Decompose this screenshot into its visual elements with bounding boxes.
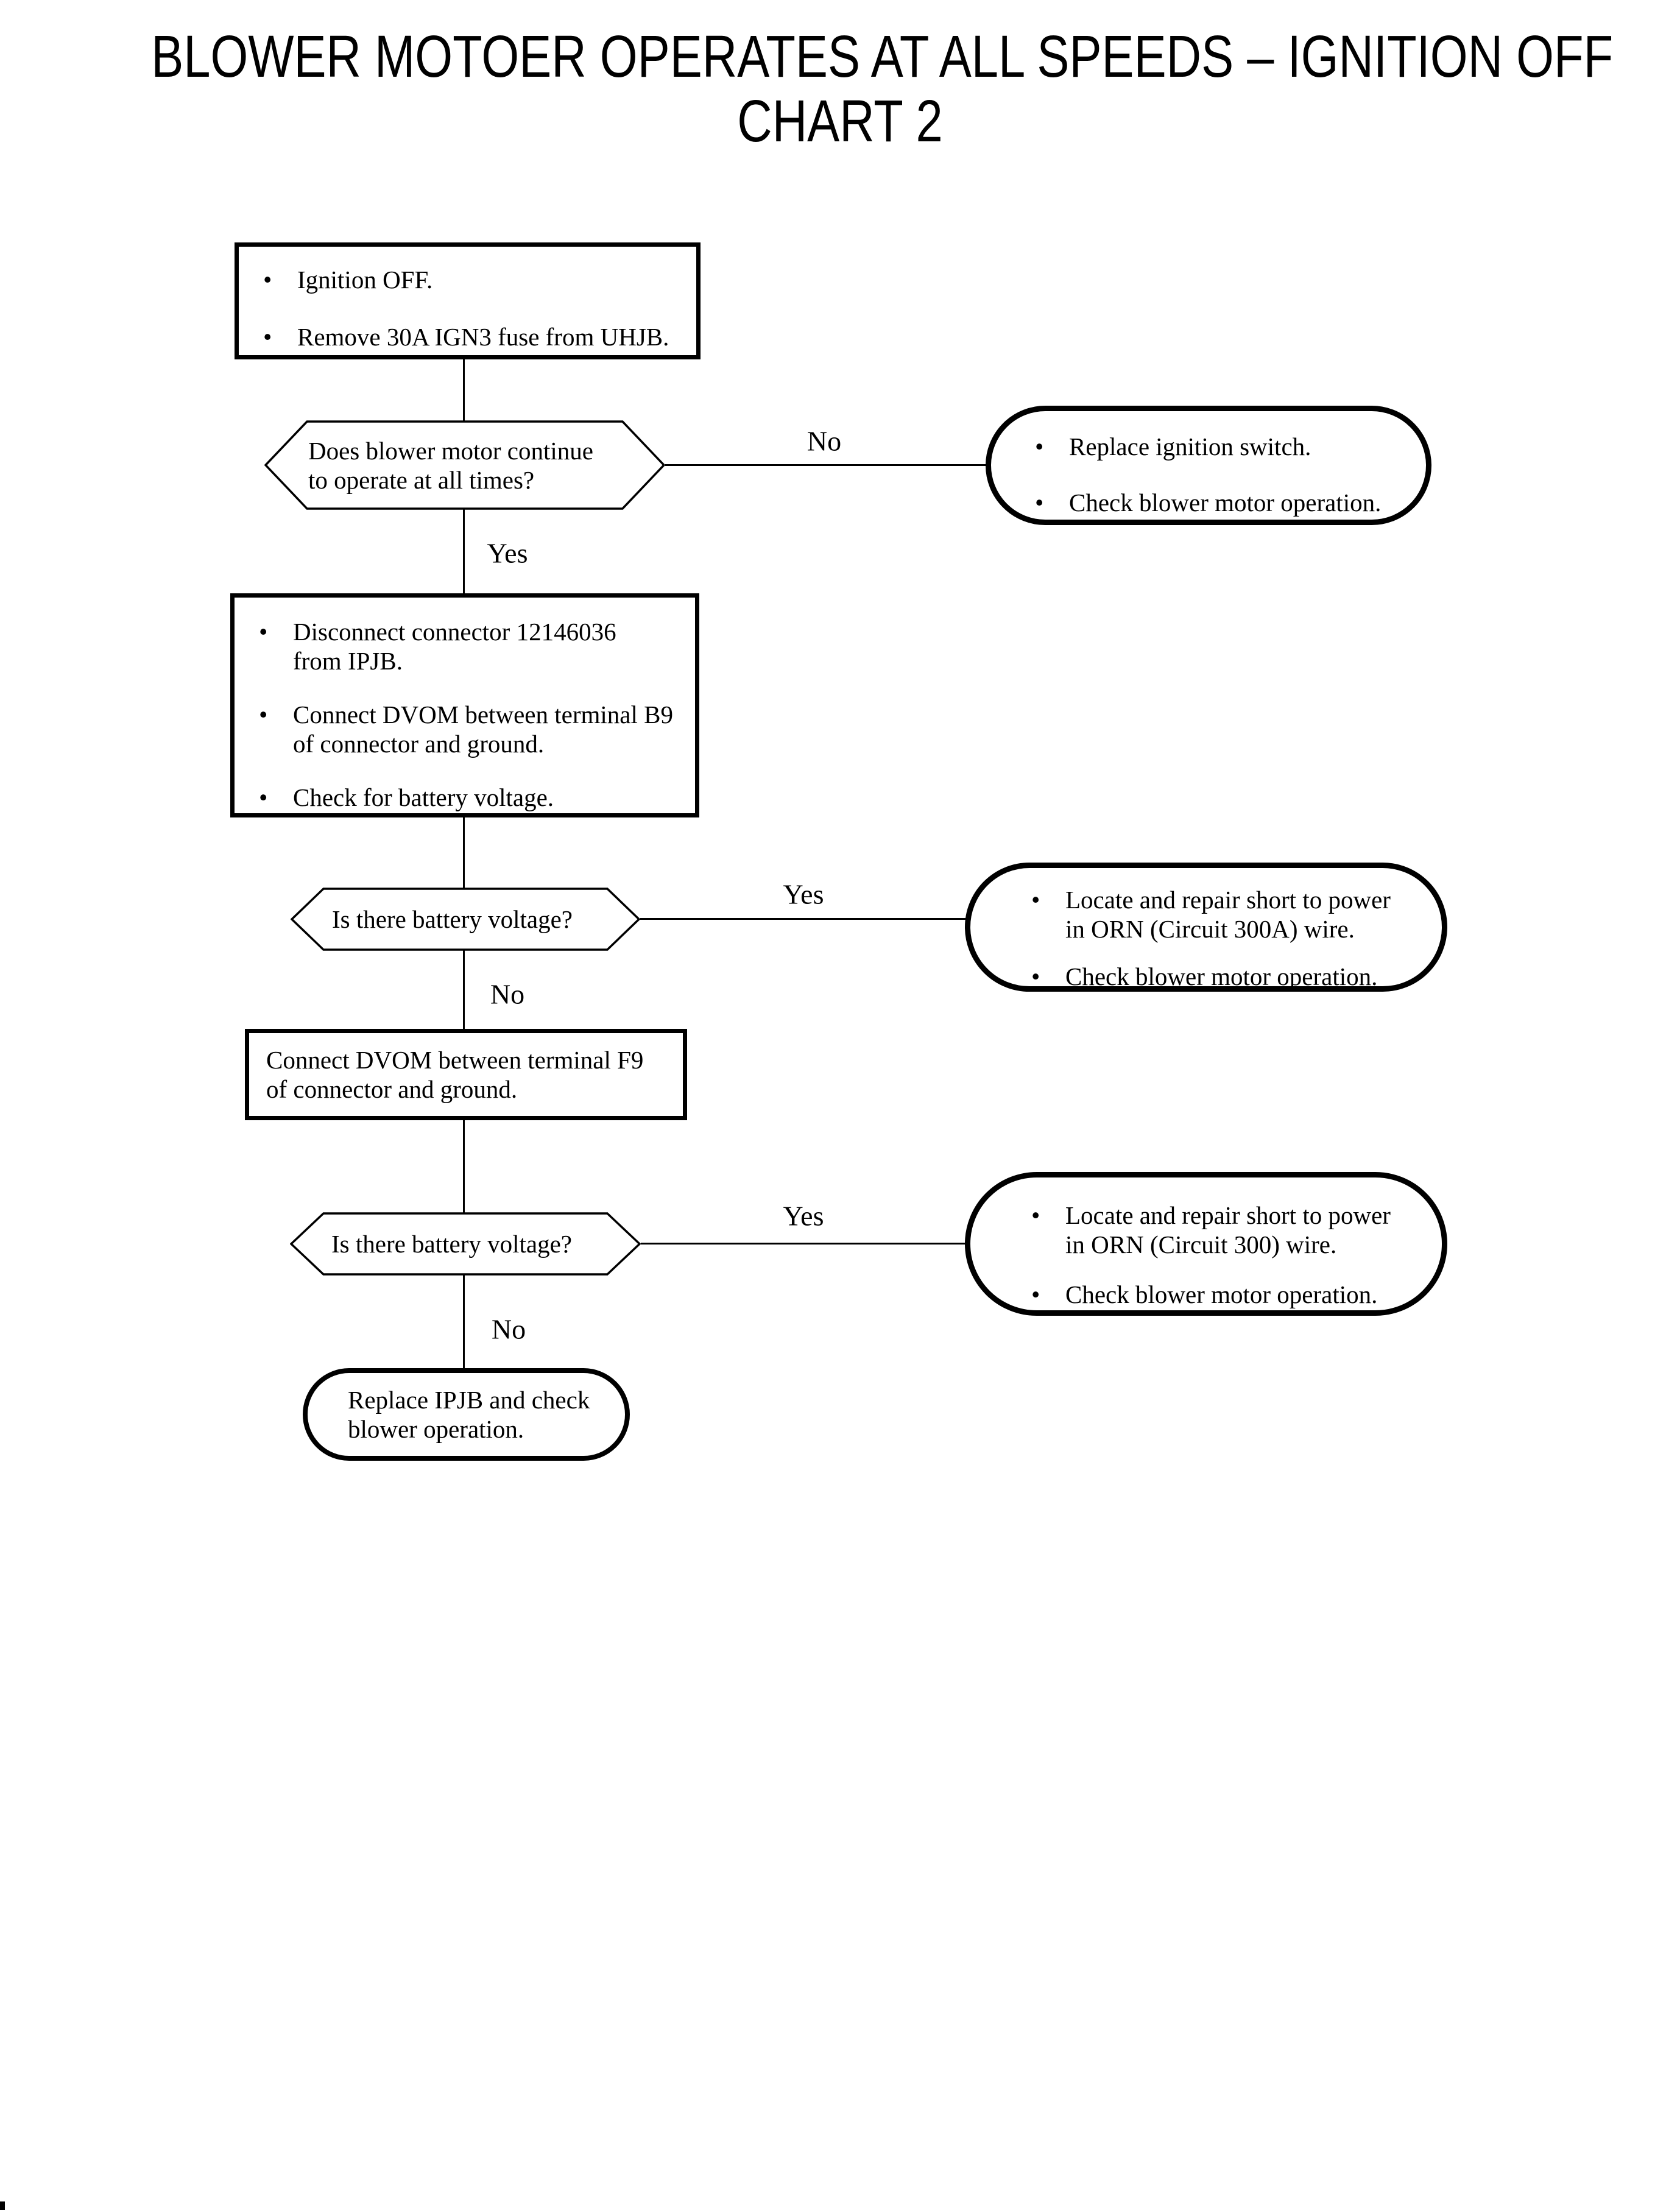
decision-text-line: to operate at all times? (308, 465, 535, 494)
branch-label-yes: Yes (783, 878, 824, 910)
hexagon-shape (264, 420, 665, 510)
bullet-icon: • (1031, 886, 1040, 914)
bullet-icon: • (1035, 432, 1044, 461)
step-text: Ignition OFF. (297, 266, 433, 294)
action-text-line: blower operation. (348, 1415, 524, 1443)
list-item: • Disconnect connector 12146036 from IPJ… (259, 617, 695, 676)
terminal-replace-ignition-switch: • Replace ignition switch. • Check blowe… (986, 406, 1431, 525)
action-text: Locate and repair short to power in ORN … (1065, 1201, 1391, 1259)
bullet-icon: • (1035, 489, 1044, 517)
step-text-line: from IPJB. (293, 647, 403, 675)
action-text: Replace ignition switch. (1069, 432, 1311, 461)
bullet-icon: • (259, 618, 268, 646)
list-item: • Check blower motor operation. (1031, 1280, 1442, 1309)
bullet-icon: • (1031, 962, 1040, 990)
bullet-icon: • (259, 783, 268, 811)
connector-line (463, 816, 465, 889)
step-text-line: of connector and ground. (293, 730, 545, 758)
connector-line (463, 358, 465, 422)
branch-label-yes: Yes (487, 537, 528, 569)
step-text-line: of connector and ground. (266, 1075, 518, 1103)
step-text-line: Connect DVOM between terminal B9 (293, 701, 673, 729)
process-box-connect-dvom-f9: Connect DVOM between terminal F9 of conn… (245, 1029, 687, 1120)
list-item: • Check for battery voltage. (259, 783, 695, 812)
action-text: Locate and repair short to power in ORN … (1065, 885, 1391, 944)
branch-label-no: No (806, 425, 842, 457)
connector-line (463, 1119, 465, 1213)
step-text: Check for battery voltage. (293, 783, 554, 811)
connector-line (640, 918, 967, 920)
page-title: BLOWER MOTOER OPERATES AT ALL SPEEDS – I… (151, 23, 1614, 154)
step-text: Disconnect connector 12146036 from IPJB. (293, 617, 616, 676)
connector-line (641, 1243, 967, 1244)
step-text: Remove 30A IGN3 fuse from UHJB. (297, 323, 669, 351)
action-text-line: Locate and repair short to power (1065, 886, 1391, 914)
list-item: • Check blower motor operation. (1035, 488, 1426, 517)
action-text-line: in ORN (Circuit 300) wire. (1065, 1230, 1337, 1259)
connector-line (463, 509, 465, 595)
process-box-connect-dvom-b9: • Disconnect connector 12146036 from IPJ… (230, 593, 699, 817)
terminal-repair-short-300a: • Locate and repair short to power in OR… (965, 863, 1447, 992)
hexagon-shape (291, 888, 640, 951)
bullet-icon: • (263, 266, 272, 294)
bullet-icon: • (1031, 1201, 1040, 1229)
step-text-line: Connect DVOM between terminal F9 (266, 1046, 644, 1074)
action-text-line: Replace IPJB and check (348, 1386, 590, 1414)
decision-text-line: Is there battery voltage? (331, 1230, 573, 1258)
branch-label-no: No (490, 978, 525, 1010)
bullet-icon: • (259, 701, 268, 729)
branch-label-no: No (491, 1313, 526, 1345)
step-text: Connect DVOM between terminal F9 of conn… (249, 1045, 643, 1104)
decision-battery-voltage-2: Is there battery voltage? (290, 1212, 641, 1276)
scan-artifact-mark (0, 2201, 5, 2210)
list-item: • Replace ignition switch. (1035, 432, 1426, 461)
decision-text: Is there battery voltage? (290, 1212, 641, 1276)
step-text: Connect DVOM between terminal B9 of conn… (293, 700, 673, 758)
terminal-replace-ipjb: Replace IPJB and check blower operation. (303, 1368, 630, 1461)
action-text-line: Locate and repair short to power (1065, 1201, 1391, 1229)
page-title-line1: BLOWER MOTOER OPERATES AT ALL SPEEDS – I… (151, 23, 1614, 90)
bullet-icon: • (263, 323, 272, 351)
page-title-line2: CHART 2 (737, 87, 943, 154)
step-text-line: Disconnect connector 12146036 (293, 618, 616, 646)
list-item: • Remove 30A IGN3 fuse from UHJB. (263, 322, 696, 351)
decision-blower-continues: Does blower motor continue to operate at… (264, 420, 665, 510)
list-item: • Connect DVOM between terminal B9 of co… (259, 700, 695, 758)
action-text: Check blower motor operation. (1065, 962, 1378, 990)
terminal-repair-short-300: • Locate and repair short to power in OR… (965, 1172, 1447, 1316)
action-text: Check blower motor operation. (1069, 489, 1382, 517)
action-text: Replace IPJB and check blower operation. (308, 1385, 590, 1444)
decision-text-line: Is there battery voltage? (332, 905, 573, 933)
list-item: • Check blower motor operation. (1031, 962, 1442, 991)
action-text-line: in ORN (Circuit 300A) wire. (1065, 915, 1355, 943)
decision-battery-voltage-1: Is there battery voltage? (291, 888, 640, 951)
decision-text: Is there battery voltage? (291, 888, 640, 951)
connector-line (665, 464, 988, 466)
connector-line (463, 950, 465, 1030)
bullet-icon: • (1031, 1280, 1040, 1308)
decision-text-line: Does blower motor continue (308, 436, 593, 465)
action-text: Check blower motor operation. (1065, 1280, 1378, 1308)
process-box-initial-steps: • Ignition OFF. • Remove 30A IGN3 fuse f… (235, 242, 701, 359)
branch-label-yes: Yes (783, 1200, 824, 1232)
list-item: • Locate and repair short to power in OR… (1031, 1201, 1442, 1259)
decision-text: Does blower motor continue to operate at… (264, 420, 665, 510)
hexagon-shape (290, 1212, 641, 1276)
connector-line (463, 1274, 465, 1369)
list-item: • Ignition OFF. (263, 265, 696, 294)
list-item: • Locate and repair short to power in OR… (1031, 885, 1442, 944)
